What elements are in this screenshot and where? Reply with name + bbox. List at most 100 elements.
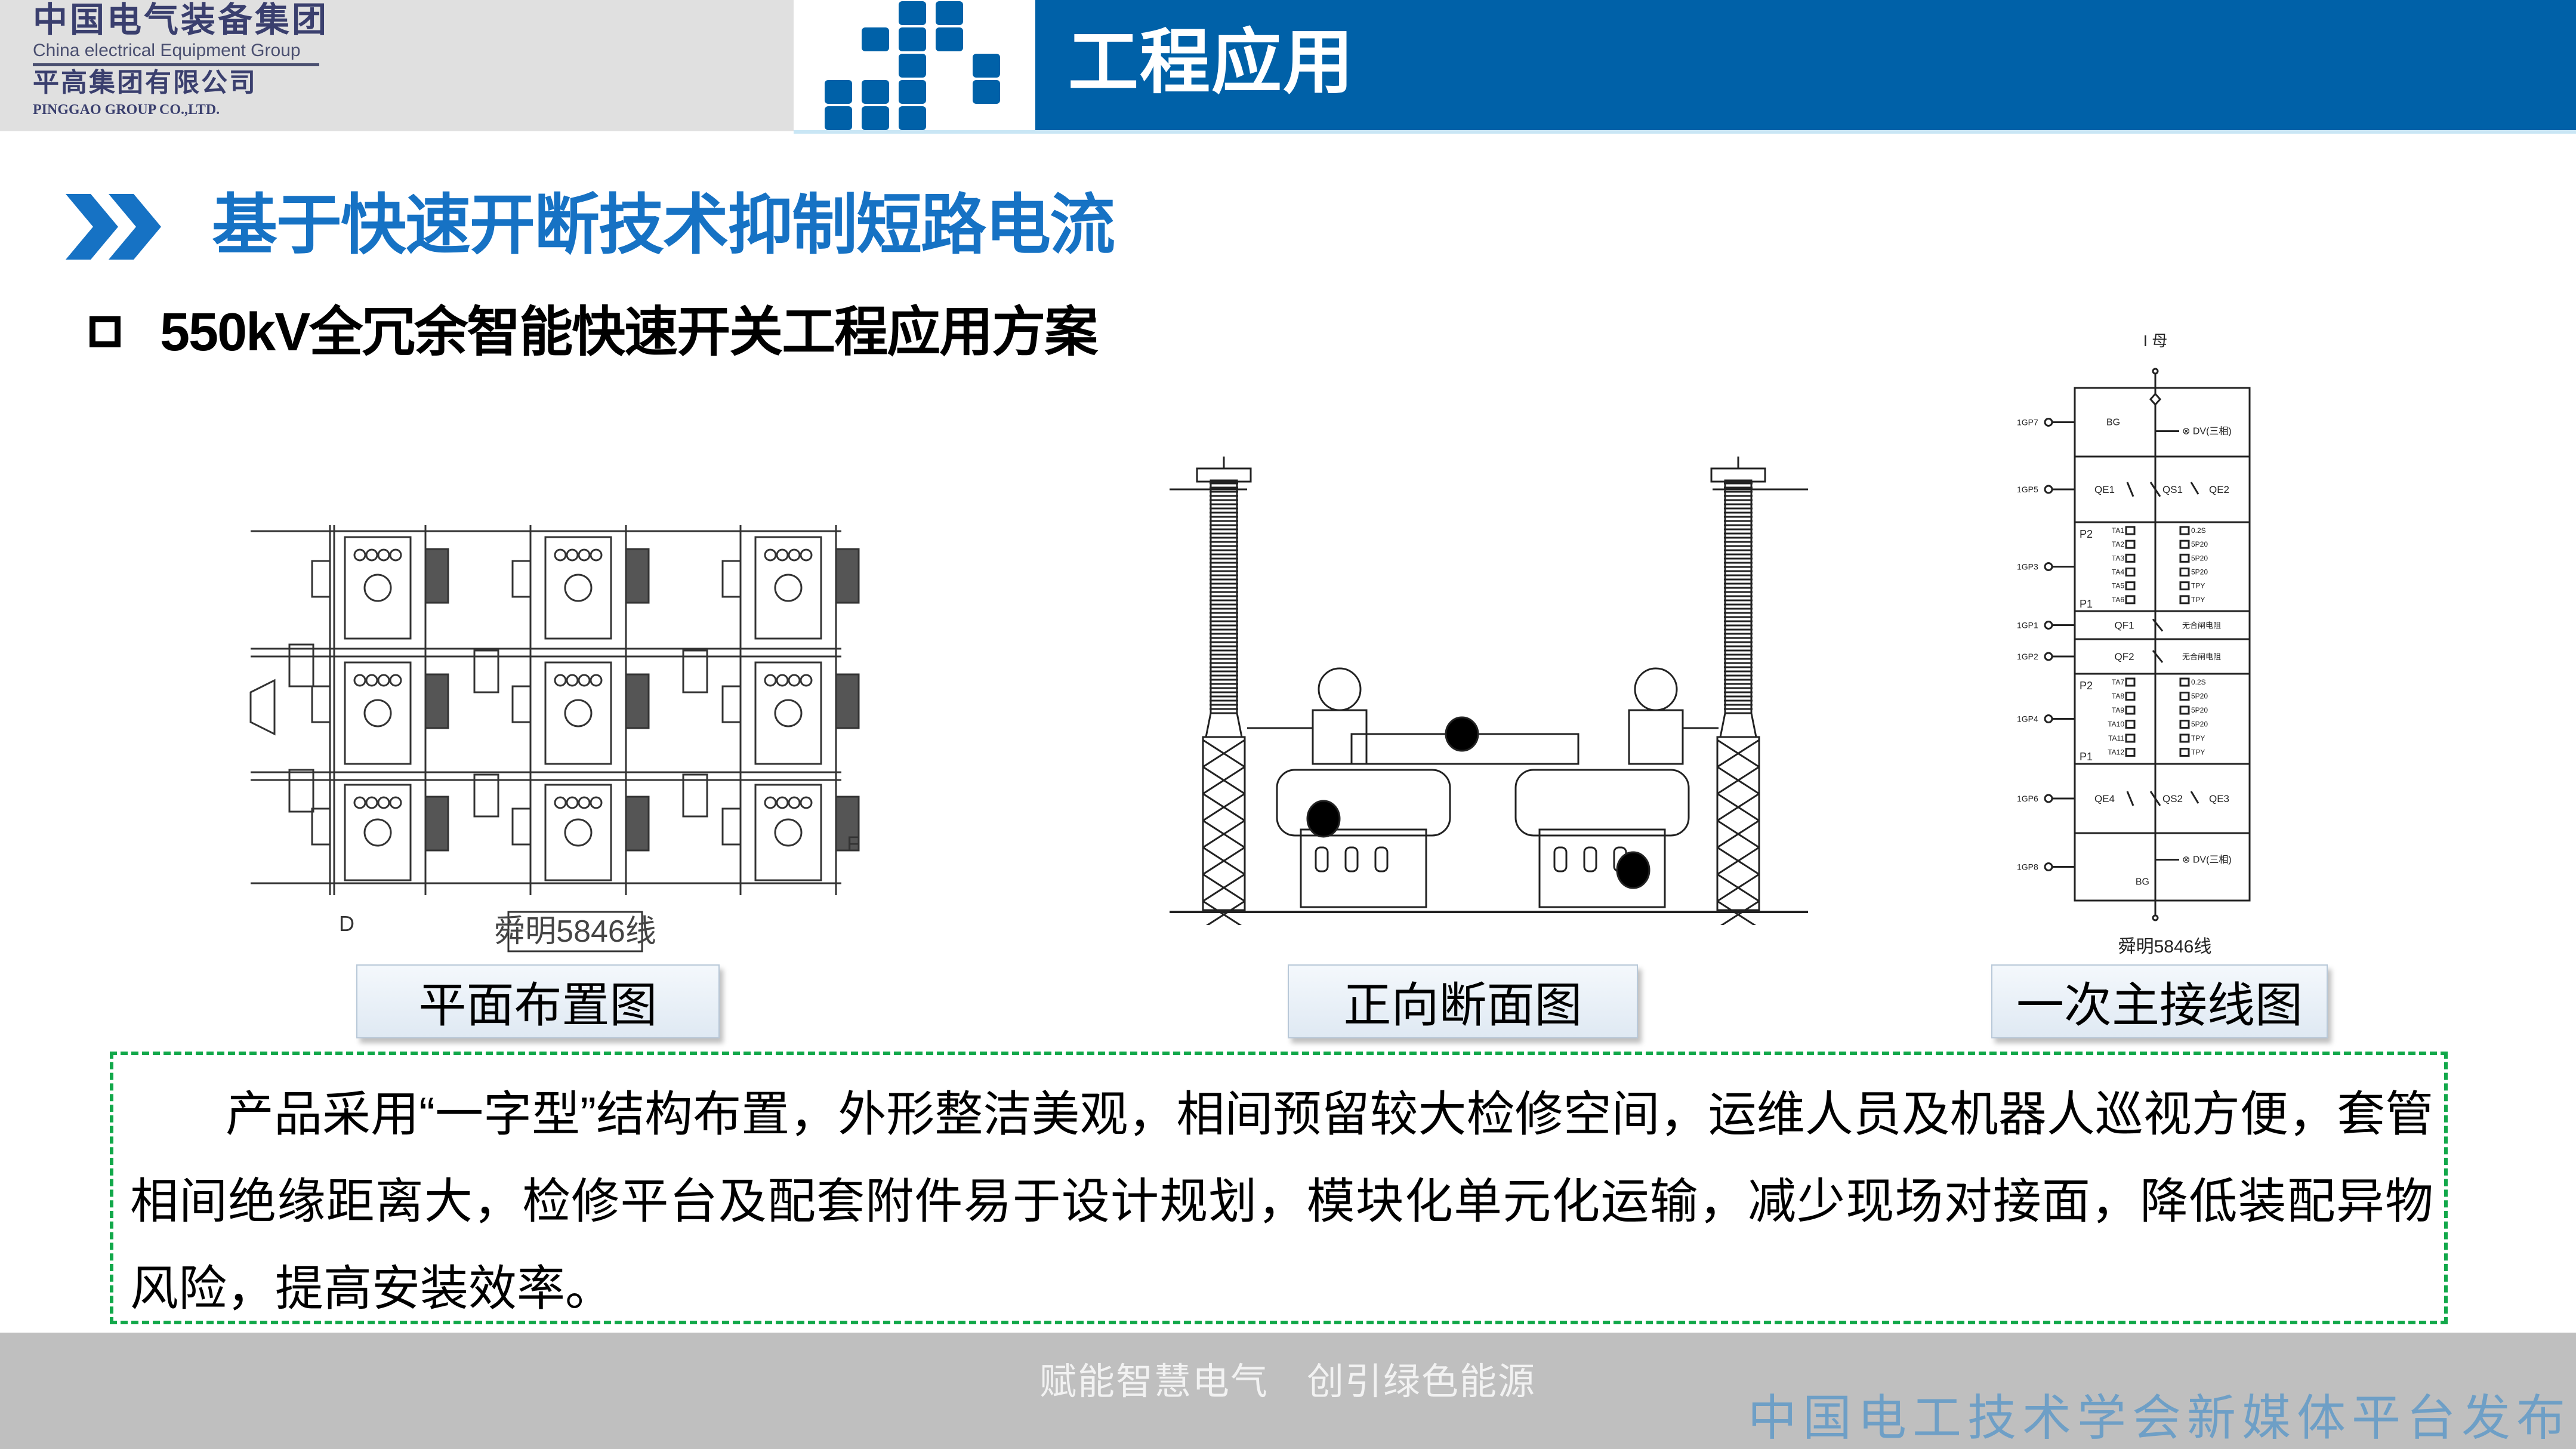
- plan-bolt: [776, 548, 789, 562]
- sld-ct-box: [2125, 748, 2136, 757]
- plan-cabinet: [835, 548, 860, 604]
- sld-bg-label: BG: [2136, 877, 2149, 887]
- checker-square: [973, 80, 1000, 104]
- plan-bolt: [578, 796, 591, 809]
- plan-bolt: [590, 548, 603, 562]
- plan-bolt: [377, 548, 390, 562]
- lattice: [1720, 900, 1760, 925]
- sld-gas-compartment-label: 1GP3: [2017, 562, 2038, 572]
- sld-ct-class: 5P20: [2191, 568, 2208, 576]
- sld-ct-box: [2125, 568, 2136, 576]
- sld-ct-box: [2179, 595, 2190, 605]
- section-view-drawing: [1170, 457, 1808, 925]
- sld-dv-label: ⊗ DV(三相): [2182, 855, 2232, 865]
- sld-ct-name: TA1: [2112, 526, 2124, 535]
- plan-bolt: [389, 548, 402, 562]
- sld-qs: QS2: [2162, 793, 2183, 804]
- lattice: [1206, 900, 1245, 925]
- sld-ct-class: 5P20: [2191, 554, 2208, 562]
- section-view-button[interactable]: 正向断面图: [1288, 964, 1638, 1038]
- sld-ct-box: [2125, 677, 2136, 687]
- disconnector-head: [1318, 667, 1362, 711]
- sld-ct-box: [2125, 526, 2136, 535]
- logo-group-name-en: China electrical Equipment Group: [33, 41, 301, 60]
- plan-mechanism: [511, 685, 532, 723]
- sld-ct-name: TA5: [2112, 582, 2124, 590]
- plan-layout-button[interactable]: 平面布置图: [356, 964, 720, 1038]
- plan-cabinet: [424, 796, 449, 852]
- plan-link-box: [473, 649, 499, 693]
- plan-bolt: [776, 796, 789, 809]
- bushing-base: [1205, 713, 1243, 738]
- plan-bolt: [554, 796, 567, 809]
- lattice: [1202, 793, 1245, 822]
- plan-module: [754, 536, 822, 640]
- plan-mechanism: [721, 685, 742, 723]
- plan-bolt: [776, 674, 789, 687]
- sld-ct-class: 0.2S: [2191, 678, 2206, 686]
- sld-disconnector: [2149, 482, 2161, 497]
- plan-bolt: [377, 674, 390, 687]
- sld-ct-box: [2125, 733, 2136, 743]
- sensor-dot: [1616, 851, 1651, 889]
- plan-bolt: [590, 674, 603, 687]
- lattice: [1717, 793, 1760, 822]
- sld-ct-box: [2179, 733, 2190, 743]
- sld-ct-class: 0.2S: [2191, 526, 2206, 535]
- checker-square: [973, 54, 1000, 78]
- sld-dv-label: ⊗ DV(三相): [2182, 426, 2232, 437]
- checker-square: [825, 80, 852, 104]
- plan-bolt: [389, 674, 402, 687]
- plan-link-box: [682, 649, 708, 693]
- checker-square: [936, 27, 963, 51]
- plan-module: [344, 661, 412, 765]
- sld-ct-name: TA4: [2112, 568, 2124, 576]
- plan-bolt: [788, 674, 801, 687]
- plan-bolt: [389, 796, 402, 809]
- sld-earth-switch: [2126, 791, 2134, 806]
- plan-flange: [774, 818, 803, 847]
- plan-bolt: [377, 796, 390, 809]
- sld-ct-box: [2179, 677, 2190, 687]
- sld-qe-left: QE4: [2094, 793, 2115, 804]
- plan-module: [344, 784, 412, 881]
- sld-ct-box: [2179, 748, 2190, 757]
- sld-terminal: [2152, 914, 2159, 921]
- cabinet-window: [1374, 846, 1389, 873]
- gis-tank: [1514, 769, 1690, 837]
- sld-ct-box: [2179, 526, 2190, 535]
- checker-square: [825, 106, 852, 130]
- gas-density-icon: [2044, 621, 2053, 630]
- sld-bg-label: BG: [2106, 418, 2120, 428]
- plan-bolt: [800, 548, 813, 562]
- sld-ct-box: [2125, 581, 2136, 591]
- sld-ct-name: TA3: [2112, 554, 2124, 562]
- lattice: [1202, 846, 1245, 875]
- checker-square: [862, 106, 889, 130]
- lattice: [1202, 873, 1245, 902]
- logo-company-name: 平高集团有限公司: [33, 68, 257, 97]
- sld-frame: [2074, 387, 2251, 902]
- lattice: [1202, 819, 1245, 849]
- plan-flange: [564, 818, 593, 847]
- sld-ct-box: [2179, 581, 2190, 591]
- sld-gas-compartment-label: 1GP4: [2017, 714, 2038, 724]
- sld-ct-name: TA7: [2112, 678, 2124, 686]
- sld-ct-name: TA6: [2112, 596, 2124, 604]
- plan-mechanism: [721, 807, 742, 846]
- checker-square: [899, 80, 926, 104]
- lattice: [1717, 819, 1760, 849]
- lattice: [1717, 766, 1760, 795]
- sld-ct-name: TA11: [2108, 734, 2124, 742]
- plan-mechanism: [311, 560, 331, 598]
- plan-flange: [363, 818, 392, 847]
- sld-bushing: [2149, 392, 2162, 406]
- single-line-diagram-button[interactable]: 一次主接线图: [1991, 964, 2328, 1038]
- plan-module: [544, 661, 612, 765]
- sld-ct-class: 5P20: [2191, 692, 2208, 701]
- bushing-base: [1719, 713, 1757, 738]
- sld-gas-compartment-label: 1GP7: [2017, 418, 2038, 427]
- sensor-dot: [1445, 716, 1479, 752]
- plan-cabinet: [835, 796, 860, 852]
- sld-earth-switch: [2126, 482, 2134, 497]
